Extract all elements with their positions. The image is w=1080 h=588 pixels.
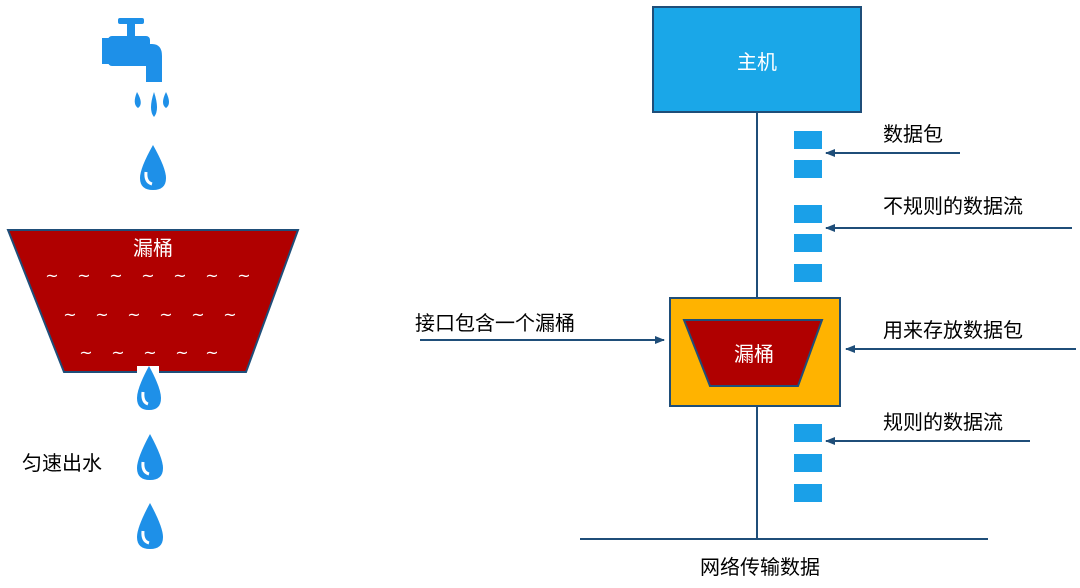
network-label: 网络传输数据 [700,555,820,579]
wave: ~ [79,343,92,362]
wave: ~ [111,343,124,362]
wave: ~ [143,343,156,362]
data-packet [794,205,822,223]
water-drop-icon [140,145,166,190]
wave: ~ [173,266,186,285]
data-packet [794,484,822,502]
wave: ~ [127,305,140,324]
inner-bucket [682,319,824,387]
wave: ~ [237,266,250,285]
wave: ~ [77,266,90,285]
wave: ~ [223,305,236,324]
water-drop-icon [137,366,161,410]
output-label: 匀速出水 [22,451,102,475]
data-packet [794,131,822,149]
wave: ~ [205,266,218,285]
interface-label: 接口包含一个漏桶 [415,311,575,335]
wave: ~ [63,305,76,324]
store-label: 用来存放数据包 [883,318,1023,342]
drip-splash-icon [134,92,169,117]
water-drop-icon [137,434,163,480]
wave: ~ [205,343,218,362]
water-drop-icon [137,503,163,549]
wave: ~ [175,343,188,362]
wave: ~ [45,266,58,285]
regular-flow-label: 规则的数据流 [883,410,1003,434]
wave: ~ [95,305,108,324]
bucket-label: 漏桶 [133,236,173,260]
wave: ~ [141,266,154,285]
data-packet [794,424,822,442]
data-packet [794,454,822,472]
packet-label: 数据包 [883,122,943,146]
inner-bucket-label: 漏桶 [734,342,774,366]
data-packet [794,234,822,252]
wave: ~ [191,305,204,324]
host-box [652,6,862,113]
wave: ~ [109,266,122,285]
irregular-flow-label: 不规则的数据流 [883,194,1023,218]
faucet-icon [102,18,162,82]
data-packet [794,160,822,178]
host-label: 主机 [737,50,777,74]
wave: ~ [159,305,172,324]
data-packet [794,264,822,282]
bucket-waves: ~ ~ ~ ~ ~ ~ ~ ~ ~ ~ ~ ~ ~ ~ ~ ~ ~ ~ [45,266,250,362]
